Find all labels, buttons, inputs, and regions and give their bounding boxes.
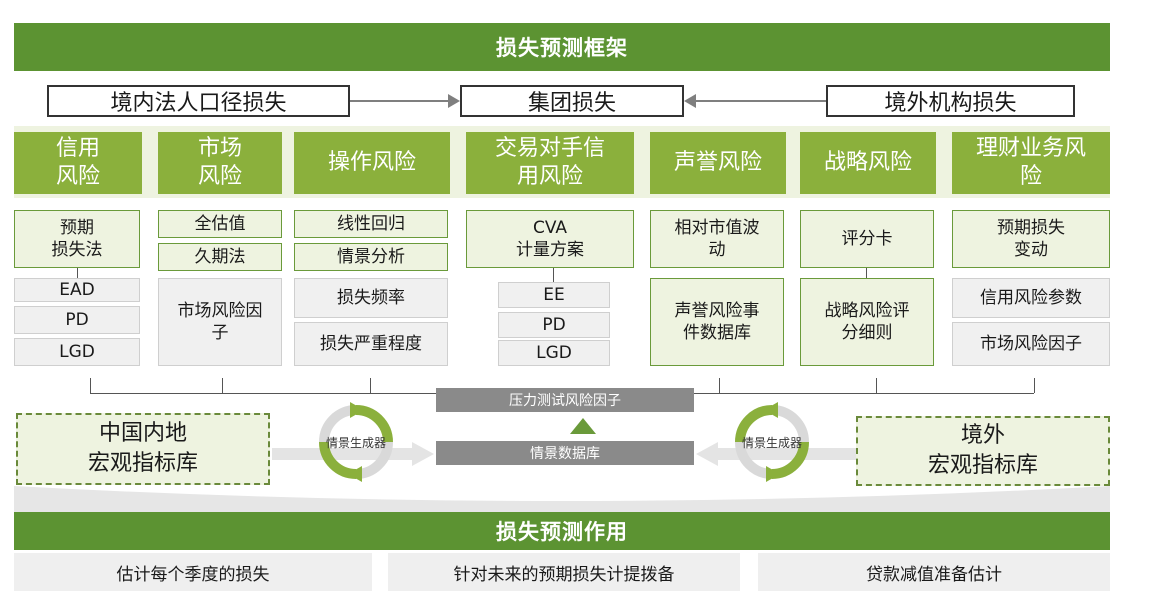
scenario-db-label: 情景数据库 [530, 446, 600, 462]
usage-item-provision: 针对未来的预期损失计提拨备 [388, 553, 740, 591]
group-loss-box: 集团损失 [460, 85, 684, 117]
connector [866, 268, 867, 278]
cycle-arrows-icon [319, 402, 393, 482]
factor-credit-ead: EAD [14, 278, 140, 302]
arrowhead-left [684, 94, 696, 108]
macro-library-overseas: 境外 宏观指标库 [856, 416, 1110, 486]
method-credit-expected-loss: 预期 损失法 [14, 210, 140, 268]
factor-wealth-market-factors: 市场风险因子 [952, 322, 1110, 366]
domestic-loss-box: 境内法人口径损失 [47, 85, 350, 117]
risk-header-strategic: 战略风险 [800, 132, 936, 194]
group-loss-label: 集团损失 [527, 91, 616, 116]
overseas-loss-label: 境外机构损失 [884, 91, 1017, 116]
risk-header-operational: 操作风险 [294, 132, 450, 194]
overseas-loss-box: 境外机构损失 [826, 85, 1075, 117]
cycle-arrows-icon [735, 402, 809, 482]
title-text: 损失预测框架 [496, 36, 628, 60]
method-market-full-valuation: 全估值 [158, 210, 282, 238]
stress-factor-label: 压力测试风险因子 [509, 393, 621, 409]
stress-factor-bar: 压力测试风险因子 [436, 388, 694, 412]
factor-operational-severity: 损失严重程度 [294, 322, 448, 366]
arrowhead-right [448, 94, 460, 108]
method-counterparty-cva: CVA 计量方案 [466, 210, 634, 268]
usage-item-quarterly-loss: 估计每个季度的损失 [14, 553, 372, 591]
usage-banner: 损失预测作用 [14, 512, 1110, 550]
bracket-tick [222, 378, 223, 393]
usage-title: 损失预测作用 [496, 520, 628, 544]
factor-counterparty-ee: EE [498, 282, 610, 308]
risk-header-wealth-management: 理财业务风 险 [952, 132, 1110, 194]
up-triangle-icon [570, 418, 596, 434]
arrow-left-to-center [350, 100, 452, 102]
arrow-right-to-center [694, 100, 826, 102]
factor-credit-lgd: LGD [14, 338, 140, 366]
bracket-tick [1034, 378, 1035, 393]
bracket-tick [719, 378, 720, 393]
factor-strategic-score-rules: 战略风险评 分细则 [800, 278, 934, 366]
domestic-loss-label: 境内法人口径损失 [110, 91, 287, 116]
lens-shape [14, 486, 1110, 512]
usage-item-impairment: 贷款减值准备估计 [758, 553, 1110, 591]
factor-credit-pd: PD [14, 306, 140, 334]
macro-library-mainland: 中国内地 宏观指标库 [16, 413, 270, 485]
risk-header-reputation: 声誉风险 [650, 132, 786, 194]
bracket-tick [876, 378, 877, 393]
flow-arrow-left [272, 442, 434, 466]
factor-market-risk-factor: 市场风险因 子 [158, 278, 282, 366]
scenario-generator-left-label: 情景生成器 [325, 435, 386, 450]
risk-header-credit: 信用 风险 [14, 132, 142, 194]
factor-operational-frequency: 损失频率 [294, 278, 448, 318]
bracket-tick [90, 378, 91, 393]
factor-reputation-event-db: 声誉风险事 件数据库 [650, 278, 784, 366]
scenario-generator-right-label: 情景生成器 [741, 435, 802, 450]
method-reputation-relative-value: 相对市值波 动 [650, 210, 784, 268]
method-strategic-scorecard: 评分卡 [800, 210, 934, 268]
method-wealth-expected-loss-change: 预期损失 变动 [952, 210, 1110, 268]
method-operational-linear-regression: 线性回归 [294, 210, 448, 238]
connector [553, 268, 554, 282]
title-banner: 损失预测框架 [14, 23, 1110, 71]
factor-counterparty-pd: PD [498, 312, 610, 338]
bracket-tick [370, 378, 371, 393]
risk-header-market: 市场 风险 [158, 132, 282, 194]
connector [77, 268, 78, 278]
factor-counterparty-lgd: LGD [498, 340, 610, 366]
factor-wealth-credit-params: 信用风险参数 [952, 278, 1110, 318]
method-operational-scenario-analysis: 情景分析 [294, 243, 448, 271]
method-market-duration: 久期法 [158, 243, 282, 271]
risk-header-counterparty: 交易对手信 用风险 [466, 132, 634, 194]
scenario-db-bar: 情景数据库 [436, 441, 694, 465]
